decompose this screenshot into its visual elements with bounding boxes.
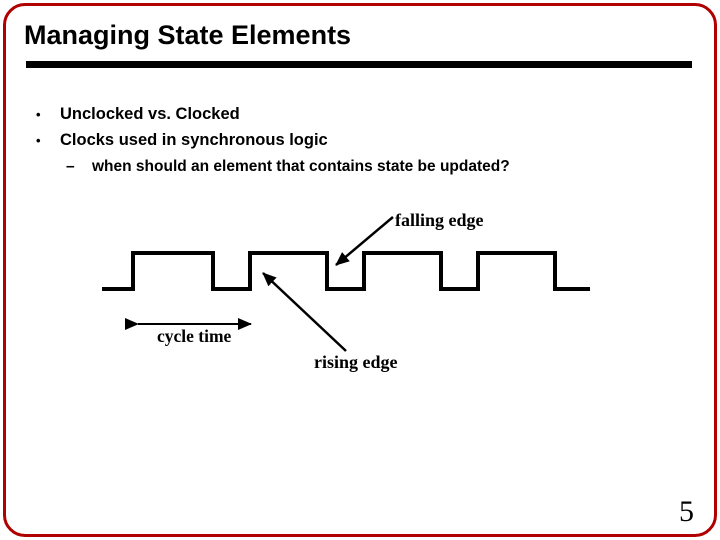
sub-bullet-item: – when should an element that contains s…	[66, 158, 510, 176]
sub-bullet-marker: –	[66, 158, 75, 175]
falling-edge-label: falling edge	[395, 210, 484, 230]
rising-edge-label: rising edge	[314, 352, 398, 372]
title-underline-rule	[26, 61, 692, 68]
clock-waveform-line	[102, 251, 590, 291]
cycle-time-label: cycle time	[157, 326, 232, 346]
bullet-marker: •	[36, 133, 41, 148]
falling-edge-arrow	[335, 216, 394, 266]
bullet-item: • Clocks used in synchronous logic	[36, 131, 328, 151]
bullet-text: Clocks used in synchronous logic	[60, 131, 328, 149]
bullet-item: • Unclocked vs. Clocked	[36, 105, 240, 125]
page-number: 5	[679, 495, 694, 528]
bullet-marker: •	[36, 107, 41, 122]
sub-bullet-text: when should an element that contains sta…	[92, 158, 510, 175]
slide-title: Managing State Elements	[24, 20, 352, 50]
rising-edge-arrow	[262, 272, 347, 352]
bullet-text: Unclocked vs. Clocked	[60, 105, 240, 123]
